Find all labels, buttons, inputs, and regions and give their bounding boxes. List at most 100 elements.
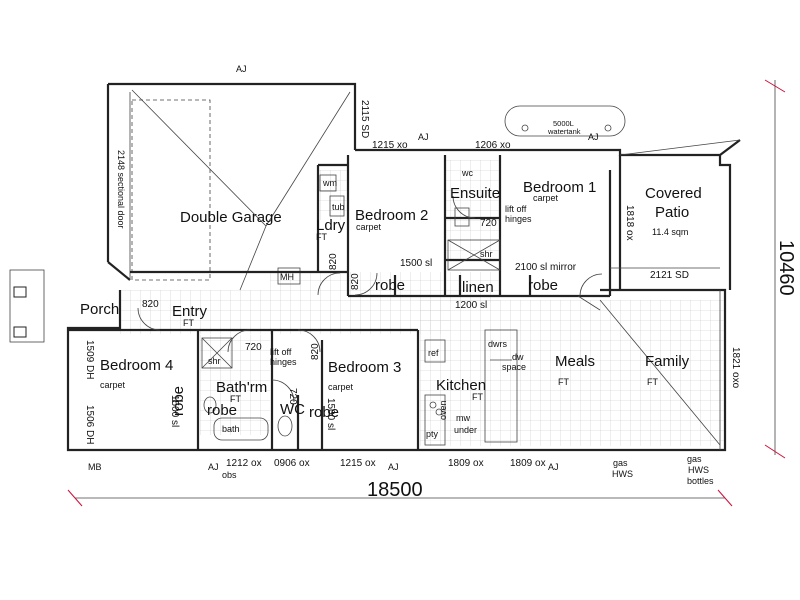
label-aj-b3: AJ	[548, 462, 559, 472]
label-shr-ensuite: shr	[480, 249, 493, 259]
porch-posts	[9, 269, 45, 343]
dim-liftoff-bath: lift off	[270, 347, 292, 357]
label-dw: dw	[512, 352, 524, 362]
label-space: space	[502, 362, 526, 372]
dim-0906-ox: 0906 ox	[274, 458, 310, 469]
dim-820-a: 820	[328, 253, 339, 270]
room-labels: Double Garage Ldry FT Bedroom 2 carpet E…	[80, 179, 702, 418]
label-aj-b1: AJ	[208, 462, 219, 472]
dim-1500sl-bed4: 1500 sl	[169, 395, 180, 427]
label-meals: Meals	[555, 353, 595, 370]
label-kitchen: Kitchen	[436, 377, 486, 394]
label-ref: ref	[428, 348, 439, 358]
dim-1200sl: 1200 sl	[455, 300, 487, 311]
dim-820-b: 820	[350, 273, 361, 290]
dim-watertank: 5000L	[553, 119, 574, 128]
dim-1506-dh: 1506 DH	[84, 405, 95, 444]
label-bedroom1: Bedroom 1	[523, 179, 596, 196]
dim-2100-mirror: 2100 sl mirror	[515, 262, 577, 273]
label-oven: oven	[438, 400, 448, 420]
dim-1500sl-bed3: 1500 sl	[325, 398, 336, 430]
label-aj-top: AJ	[236, 64, 247, 74]
label-porch: Porch	[80, 301, 119, 318]
dim-1818-ox: 1818 ox	[624, 205, 635, 241]
label-family: Family	[645, 353, 690, 370]
dim-1206-top: 1206 xo	[475, 140, 511, 151]
label-patio-area: 11.4 sqm	[652, 227, 688, 237]
label-bedroom3: Bedroom 3	[328, 359, 401, 376]
dim-sd-2115: 2115 SD	[359, 100, 370, 138]
dim-1509-dh: 1509 DH	[84, 340, 95, 379]
label-aj-top2: AJ	[418, 132, 429, 142]
label-bathroom-finish: FT	[230, 394, 241, 404]
label-mh: MH	[280, 272, 294, 282]
internal-walls	[68, 155, 612, 450]
label-robe-bed3: robe	[309, 404, 339, 421]
watertank	[504, 105, 626, 137]
label-double-garage: Double Garage	[180, 209, 282, 226]
dim-sectional-door: 2148 sectional door	[116, 150, 126, 229]
garage-walls	[106, 82, 357, 291]
dim-watertank-2: watertank	[547, 127, 581, 136]
label-covered: Covered	[645, 185, 702, 202]
label-entry-finish: FT	[183, 318, 194, 328]
label-wc-ensuite: wc	[461, 168, 473, 178]
label-laundry: Ldry	[316, 217, 346, 234]
label-bedroom4-floor: carpet	[100, 380, 126, 390]
label-bath: bath	[222, 424, 240, 434]
label-linen: linen	[462, 279, 494, 296]
label-dwrs: dwrs	[488, 339, 508, 349]
tiled-floor	[120, 160, 725, 446]
dim-hinges-bath: hinges	[270, 357, 297, 367]
dim-1500sl-bed2: 1500 sl	[400, 258, 432, 269]
dim-720-bath: 720	[245, 342, 262, 353]
dim-820-c: 820	[142, 299, 159, 310]
fixture-labels: robe linen robe shr shr robe robe robe b…	[88, 64, 714, 486]
dim-1215-top: 1215 xo	[372, 140, 408, 151]
label-bedroom3-floor: carpet	[328, 382, 354, 392]
dim-1809-b: 1809 ox	[510, 458, 546, 469]
label-mw: mw	[456, 413, 470, 423]
label-bathroom: Bath'rm	[216, 379, 267, 396]
label-gas-2: gas	[687, 454, 702, 464]
label-family-finish: FT	[647, 377, 658, 387]
label-robe-bed4: robe	[170, 386, 187, 416]
label-bedroom4: Bedroom 4	[100, 357, 173, 374]
dim-720-ensuite: 720	[480, 218, 497, 229]
dim-1821-oxo: 1821 oxo	[730, 347, 741, 389]
label-laundry-finish: FT	[316, 232, 327, 242]
label-gas: gas	[613, 458, 628, 468]
dimension-lines	[67, 79, 786, 507]
roof-lines	[577, 139, 741, 450]
label-bottles: bottles	[687, 476, 714, 486]
label-tub: tub	[332, 202, 345, 212]
label-robe-bed2: robe	[375, 277, 405, 294]
kitchen-fixtures	[424, 329, 518, 446]
label-bedroom1-floor: carpet	[533, 193, 559, 203]
label-wm: wm	[322, 178, 337, 188]
dim-liftoff-ensuite: lift off	[505, 204, 527, 214]
label-hws-1: HWS	[612, 469, 633, 479]
label-aj-top3: AJ	[588, 132, 599, 142]
label-entry: Entry	[172, 303, 208, 320]
label-robe-bed1: robe	[528, 277, 558, 294]
dim-2121-sd: 2121 SD	[650, 270, 689, 281]
dim-820-d: 820	[310, 343, 321, 360]
label-patio: Patio	[655, 204, 689, 221]
label-aj-b2: AJ	[388, 462, 399, 472]
bathroom-fixtures	[201, 174, 470, 441]
dim-1215-bottom: 1215 ox	[340, 458, 376, 469]
label-hws-2: HWS	[688, 465, 709, 475]
label-meals-finish: FT	[558, 377, 569, 387]
label-under: under	[454, 425, 477, 435]
dim-1212-ox: 1212 ox	[226, 458, 262, 469]
label-obs: obs	[222, 470, 237, 480]
label-bedroom2-floor: carpet	[356, 222, 382, 232]
dim-1809-a: 1809 ox	[448, 458, 484, 469]
doors	[137, 195, 603, 403]
dim-hinges-ensuite: hinges	[505, 214, 532, 224]
label-wc: WC	[280, 401, 305, 418]
label-mb: MB	[88, 462, 102, 472]
dimension-labels: 18500 10460 2148 sectional door 2115 SD …	[84, 100, 797, 501]
